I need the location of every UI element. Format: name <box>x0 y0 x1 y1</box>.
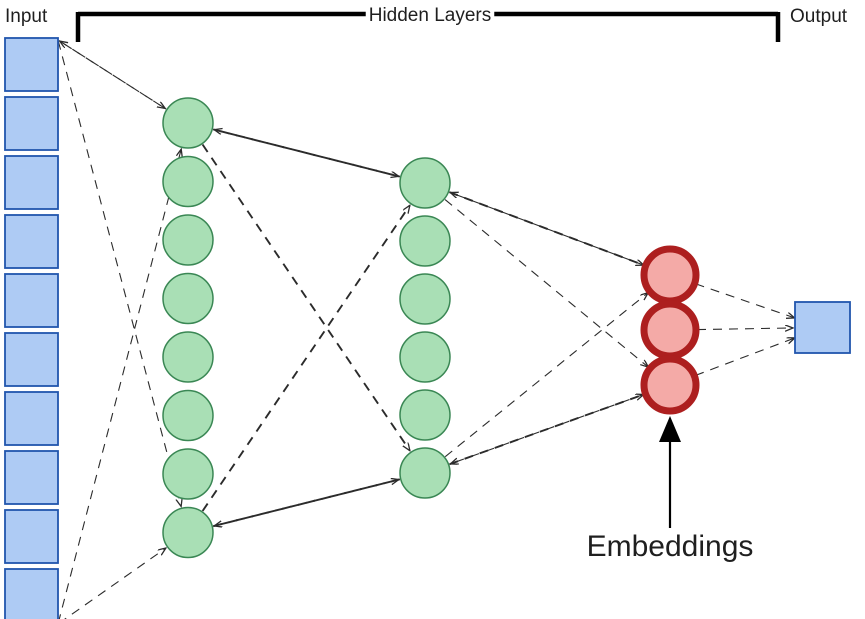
connection-embeddings-to-output <box>696 328 793 330</box>
input-node[interactable] <box>4 155 59 210</box>
embeddings-arrow-head-icon <box>659 416 681 442</box>
hidden-layer-1-node[interactable] <box>162 506 214 559</box>
hidden-layer-2-node[interactable] <box>399 447 451 499</box>
connection-hidden1-to-hidden2 <box>201 205 410 512</box>
input-node[interactable] <box>4 568 59 619</box>
connection-edges-group <box>57 40 795 619</box>
layer-nodes-group <box>4 37 851 619</box>
connection-input-to-hidden1 <box>64 548 166 619</box>
input-node[interactable] <box>4 37 59 92</box>
connection-hidden2-to-embeddings <box>444 199 648 368</box>
input-node[interactable] <box>4 391 59 446</box>
connection-hidden2-to-embeddings <box>444 293 648 458</box>
connection-input-to-hidden1 <box>60 41 167 110</box>
hidden-layers-bracket-group <box>75 11 781 42</box>
embeddings-annotation-group <box>659 416 681 528</box>
connection-embeddings-to-output <box>695 338 795 376</box>
hidden-layer-2-node[interactable] <box>399 331 451 383</box>
hidden-layers-label: Hidden Layers <box>369 5 492 26</box>
hidden-layer-1-node[interactable] <box>162 389 214 442</box>
hidden-layer-2-node[interactable] <box>399 273 451 325</box>
hidden-layer-2-node[interactable] <box>399 215 451 267</box>
input-node[interactable] <box>4 96 59 151</box>
hidden-layer-1-node[interactable] <box>162 331 214 383</box>
embeddings-label: Embeddings <box>587 530 754 563</box>
embedding-node[interactable] <box>640 300 700 360</box>
hidden-layer-2-node[interactable] <box>399 157 451 209</box>
hidden-layer-2-node[interactable] <box>399 389 451 441</box>
embedding-node[interactable] <box>640 355 700 415</box>
hidden-layer-1-node[interactable] <box>162 97 214 149</box>
input-node[interactable] <box>4 509 59 564</box>
connection-embeddings-to-output <box>695 283 795 318</box>
input-node[interactable] <box>4 450 59 505</box>
hidden-layer-1-node[interactable] <box>162 155 214 208</box>
output-label: Output <box>790 6 848 27</box>
connection-hidden2-to-embeddings <box>450 393 645 464</box>
input-label: Input <box>5 6 48 27</box>
hidden-layer-1-node[interactable] <box>162 448 214 500</box>
embedding-node[interactable] <box>640 245 700 305</box>
input-node[interactable] <box>4 273 59 328</box>
hidden-layer-1-node[interactable] <box>162 214 214 266</box>
input-node[interactable] <box>4 214 59 269</box>
connection-input-to-hidden1 <box>58 149 181 619</box>
input-node[interactable] <box>4 332 59 387</box>
connection-input-to-hidden1 <box>57 40 181 506</box>
connection-input-to-hidden1 <box>58 40 165 109</box>
connection-hidden1-to-hidden2 <box>201 143 410 451</box>
connection-hidden2-to-embeddings <box>450 192 645 267</box>
hidden-layer-1-node[interactable] <box>162 272 214 325</box>
output-node[interactable] <box>794 301 851 354</box>
